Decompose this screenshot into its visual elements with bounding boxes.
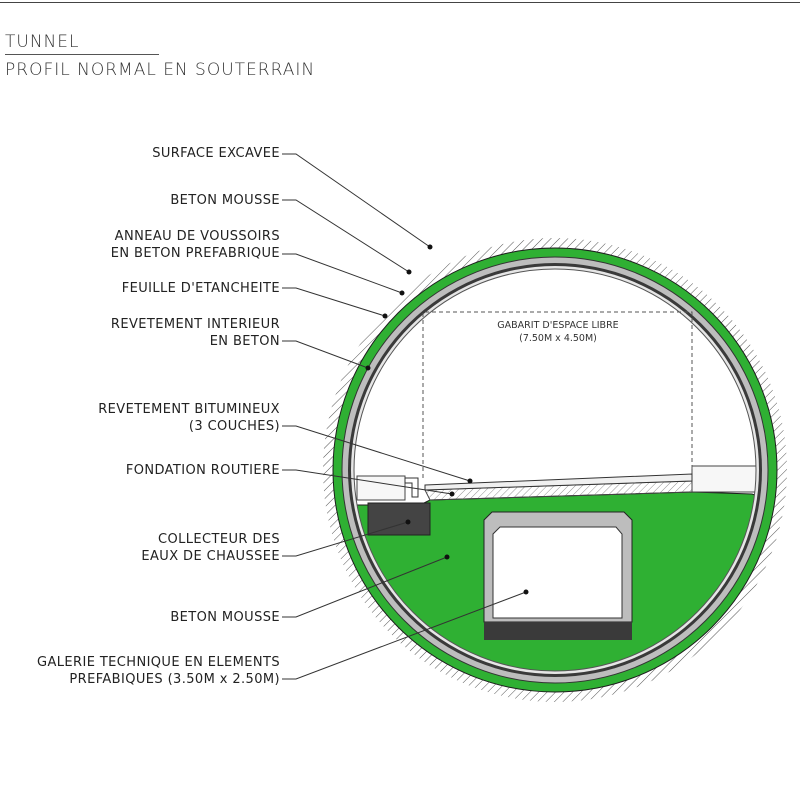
label-beton-mousse-top: BETON MOUSSE: [170, 193, 280, 208]
leader-anneau-voussoirs: [282, 253, 403, 294]
title-tunnel: TUNNEL: [5, 32, 80, 52]
leader-galerie-technique: [282, 591, 527, 680]
leader-revetement-interieur: [282, 340, 369, 369]
label-revetement-bitumineux: REVETEMENT BITUMINEUX(3 COUCHES): [98, 402, 280, 434]
clearance-label-2: (7.50M x 4.50M): [519, 333, 597, 344]
leader-feuille-etancheite: [282, 287, 386, 317]
leader-revetement-bitumineux: [282, 425, 471, 482]
title-underline: [5, 54, 159, 55]
leader-dots: [365, 244, 529, 595]
label-feuille-etancheite: FEUILLE D'ETANCHEITE: [121, 281, 280, 296]
left-footpath: [356, 475, 406, 501]
clearance-label-1: GABARIT D'ESPACE LIBRE: [497, 320, 618, 331]
leader-fondation-routiere: [282, 469, 453, 495]
leader-beton-mousse-bottom: [282, 556, 448, 618]
lining-edge: [353, 268, 757, 672]
right-footpath: [691, 465, 756, 493]
leader-collecteur: [282, 521, 409, 557]
title-profil: PROFIL NORMAL EN SOUTERRAIN: [5, 60, 316, 80]
leader-surface-excavee: [282, 153, 431, 248]
gallery-base: [484, 622, 632, 640]
label-fondation-routiere: FONDATION ROUTIERE: [125, 463, 280, 478]
top-border: [0, 2, 800, 3]
kerb: [404, 477, 419, 498]
leader-lines: [282, 153, 527, 680]
drain-collector: [367, 502, 431, 536]
label-surface-excavee: SURFACE EXCAVEE: [152, 146, 280, 161]
clearance-gauge: [422, 311, 693, 478]
bituminous-surface: [424, 473, 693, 491]
rock-hatch: [323, 238, 787, 702]
leader-beton-mousse-top: [282, 199, 410, 273]
gallery-inner: [492, 526, 623, 619]
label-beton-mousse-bottom: BETON MOUSSE: [170, 610, 280, 625]
